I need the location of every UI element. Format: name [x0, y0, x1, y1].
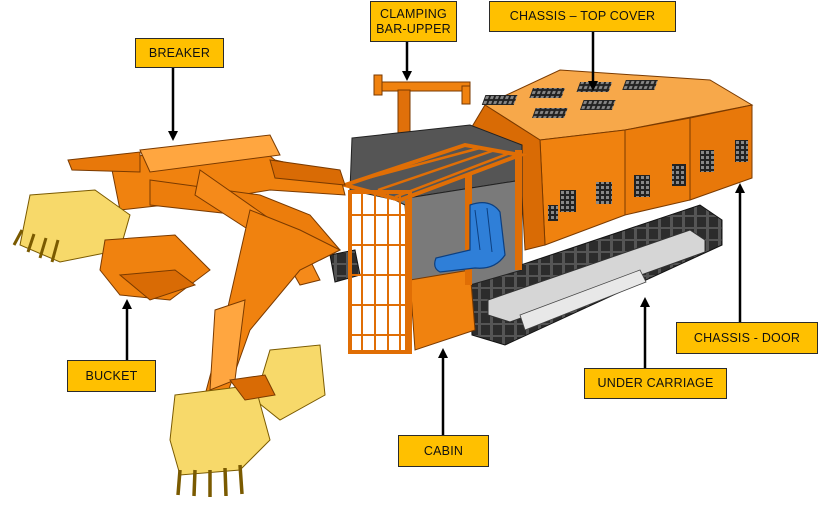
cabin-drawing	[338, 124, 528, 354]
clamping-bar-drawing	[373, 74, 471, 146]
chassis-top-cover-label: CHASSIS – TOP COVER	[489, 1, 676, 32]
under-carriage-drawing	[329, 204, 723, 346]
under-carriage-label: UNDER CARRIAGE	[584, 368, 727, 399]
lower-bucket-drawing	[169, 209, 342, 497]
bucket-label: BUCKET	[67, 360, 156, 392]
breaker-label: BREAKER	[135, 38, 224, 68]
cabin-label: CABIN	[398, 435, 489, 467]
upper-bucket-drawing	[12, 189, 211, 301]
clamping-bar-upper-label: CLAMPING BAR-UPPER	[370, 1, 457, 42]
chassis-drawing	[469, 69, 754, 251]
chassis-door-label: CHASSIS - DOOR	[676, 322, 818, 354]
